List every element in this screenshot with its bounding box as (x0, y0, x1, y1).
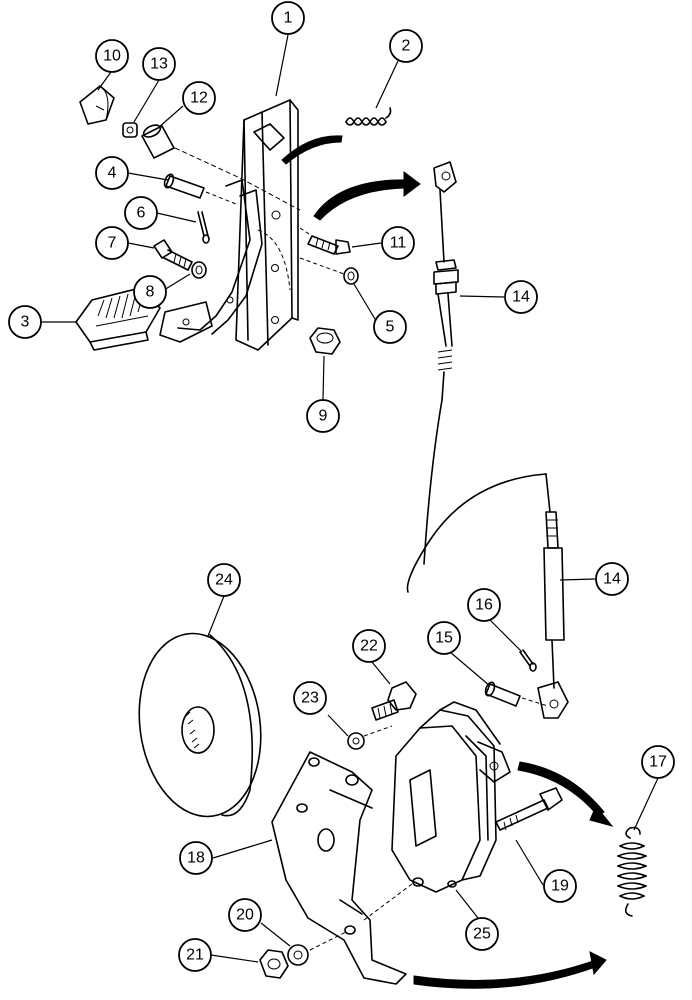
callout-8-label: 8 (146, 284, 155, 301)
callout-18: 18 (179, 841, 213, 875)
knob (79, 85, 115, 125)
callout-13: 13 (142, 47, 176, 81)
callout-9-label: 9 (319, 408, 328, 425)
callout-14-bottom: 14 (595, 562, 629, 596)
callout-9: 9 (306, 399, 340, 433)
callout-6: 6 (124, 196, 158, 230)
spring-large (617, 826, 647, 917)
bolt-caliper (371, 681, 417, 721)
callout-14-top: 14 (504, 280, 538, 314)
cotter-pin-small (519, 649, 537, 672)
bolt-long (307, 235, 351, 255)
callout-23: 23 (293, 681, 327, 715)
callout-12-label: 12 (190, 90, 208, 107)
callout-5-label: 5 (386, 319, 395, 336)
callout-22-label: 22 (360, 638, 378, 655)
callout-15-label: 15 (435, 630, 453, 647)
callout-3: 3 (8, 305, 42, 339)
callout-24: 24 (207, 563, 241, 597)
callout-8: 8 (133, 275, 167, 309)
bolt-short (153, 239, 193, 271)
callout-25: 25 (465, 917, 499, 951)
callout-1-label: 1 (284, 10, 293, 27)
sleeve (141, 124, 175, 159)
callout-11: 11 (381, 226, 415, 260)
pedal-bracket (235, 99, 299, 351)
callout-19: 19 (543, 869, 577, 903)
callout-7-label: 7 (108, 235, 117, 252)
callout-4: 4 (95, 156, 129, 190)
callout-6-label: 6 (137, 205, 146, 222)
callout-15: 15 (427, 621, 461, 655)
nut-lower (259, 949, 289, 979)
callout-7: 7 (95, 226, 129, 260)
callout-21: 21 (178, 938, 212, 972)
washer-small (191, 261, 207, 279)
callout-13-label: 13 (150, 56, 168, 73)
nut-small (122, 122, 138, 138)
callout-3-label: 3 (21, 314, 30, 331)
pedal-pad (75, 287, 161, 351)
callout-14-top-label: 14 (512, 289, 530, 306)
callout-17: 17 (641, 745, 675, 779)
callout-21-label: 21 (186, 947, 204, 964)
clevis-pin (484, 681, 521, 707)
callout-2: 2 (389, 29, 423, 63)
callout-24-label: 24 (215, 572, 233, 589)
caliper (391, 701, 511, 893)
callout-16: 16 (467, 588, 501, 622)
callout-23-label: 23 (301, 690, 319, 707)
cotter-pin (197, 211, 210, 244)
callout-12: 12 (182, 81, 216, 115)
bolt-caliper-long (495, 787, 563, 831)
callout-25-label: 25 (473, 926, 491, 943)
cable (406, 161, 569, 719)
callout-19-label: 19 (551, 878, 569, 895)
washer-caliper (347, 732, 365, 750)
spring-small (345, 107, 392, 126)
callout-5: 5 (373, 310, 407, 344)
washer-lower (287, 944, 309, 966)
callout-18-label: 18 (187, 850, 205, 867)
brake-disc (138, 632, 262, 818)
callout-10: 10 (95, 39, 129, 73)
callout-2-label: 2 (402, 38, 411, 55)
washer-right (343, 267, 359, 285)
callout-4-label: 4 (108, 165, 117, 182)
callout-11-label: 11 (390, 235, 407, 252)
lock-nut (309, 327, 341, 355)
callout-16-label: 16 (475, 597, 493, 614)
callout-14-bottom-label: 14 (603, 571, 621, 588)
callout-20: 20 (228, 898, 262, 932)
pedal-arm (159, 179, 263, 343)
leader-lines (41, 34, 659, 963)
callout-17-label: 17 (649, 754, 667, 771)
callout-20-label: 20 (236, 907, 254, 924)
callout-1: 1 (271, 1, 305, 35)
callout-10-label: 10 (103, 48, 121, 65)
callout-22: 22 (352, 629, 386, 663)
pin (163, 173, 205, 199)
mounting-bracket (271, 751, 407, 985)
